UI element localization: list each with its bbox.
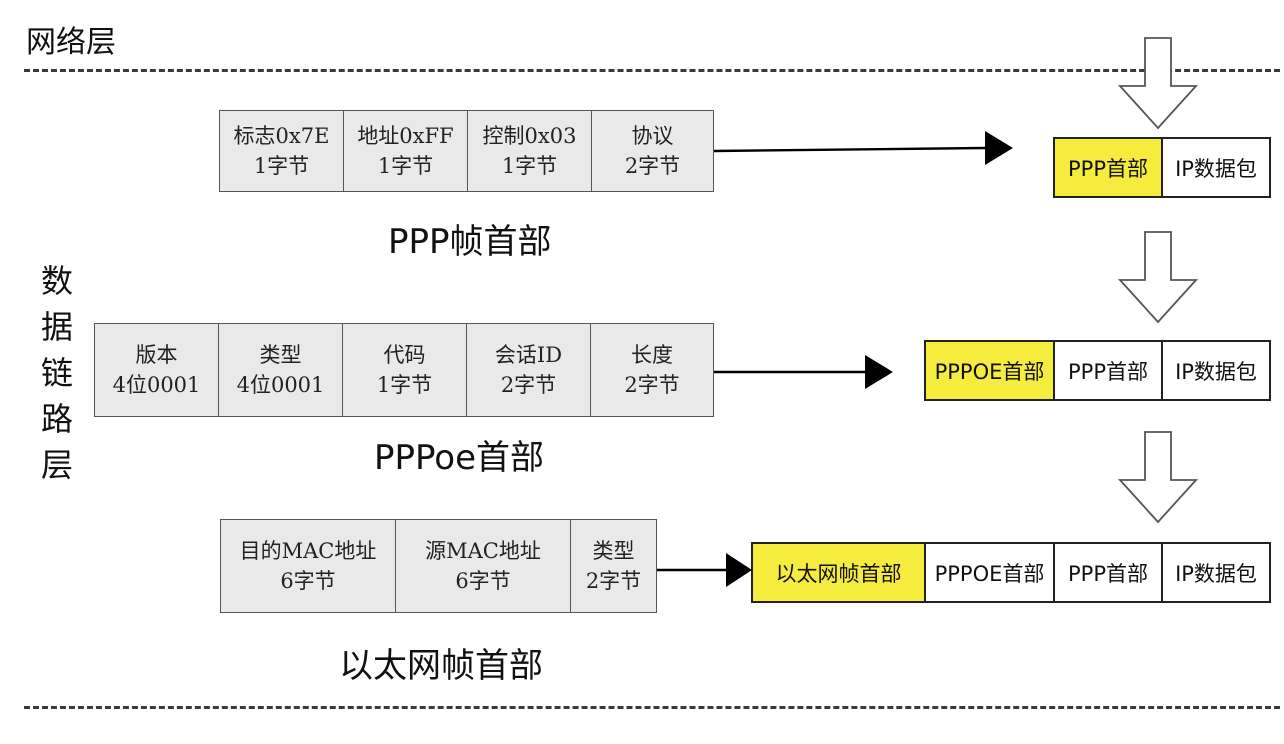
- ppp-field-protocol: 协议 2字节: [592, 111, 713, 191]
- pppoe-header-caption: PPPoe首部: [374, 438, 545, 478]
- down-arrow-icon: [1117, 37, 1199, 130]
- field-name: 类型: [592, 539, 635, 563]
- pppoe-field-length: 长度 2字节: [591, 324, 713, 416]
- right-arrow-icon: [865, 355, 893, 389]
- field-name: 标志0x7E: [233, 124, 330, 148]
- ppp-header-fields: 标志0x7E 1字节 地址0xFF 1字节 控制0x03 1字节 协议 2字节: [219, 110, 714, 192]
- field-size: 2字节: [624, 154, 681, 178]
- down-arrow-icon: [1117, 231, 1199, 324]
- datalink-layer-boundary: [24, 706, 1280, 709]
- field-name: 地址0xFF: [357, 124, 454, 148]
- ppp-frame-stack: PPP首部 IP数据包: [1053, 137, 1271, 198]
- ethernet-field-type: 类型 2字节: [571, 520, 656, 612]
- network-layer-boundary: [24, 69, 1280, 72]
- arrow-line: [713, 146, 986, 153]
- ethernet-header-caption: 以太网帧首部: [339, 646, 543, 686]
- field-size: 2字节: [500, 373, 557, 397]
- ethernet-header-fields: 目的MAC地址 6字节 源MAC地址 6字节 类型 2字节: [220, 519, 657, 613]
- pppoe-frame-stack: PPPOE首部 PPP首部 IP数据包: [924, 340, 1271, 401]
- pppoe-field-session-id: 会话ID 2字节: [467, 324, 591, 416]
- pppoe-field-type: 类型 4位0001: [219, 324, 343, 416]
- stack-ip-packet: IP数据包: [1175, 359, 1257, 384]
- stack-pppoe-header: PPPOE首部: [926, 342, 1055, 399]
- right-arrow-icon: [985, 131, 1013, 165]
- field-size: 1字节: [377, 154, 434, 178]
- field-size: 6字节: [455, 569, 511, 593]
- pppoe-field-code: 代码 1字节: [343, 324, 467, 416]
- field-name: 版本: [135, 343, 178, 367]
- field-name: 控制0x03: [482, 124, 577, 148]
- pppoe-header-fields: 版本 4位0001 类型 4位0001 代码 1字节 会话ID 2字节 长度 2…: [94, 323, 714, 417]
- network-layer-label: 网络层: [26, 25, 116, 60]
- stack-ppp-header: PPP首部: [1055, 139, 1163, 196]
- field-size: 4位0001: [112, 373, 201, 397]
- stack-pppoe-header: PPPOE首部: [926, 544, 1055, 601]
- stack-ethernet-header: 以太网帧首部: [753, 544, 926, 601]
- ethernet-field-src-mac: 源MAC地址 6字节: [396, 520, 571, 612]
- field-size: 2字节: [585, 569, 642, 593]
- right-arrow-icon: [726, 553, 752, 587]
- ppp-field-control: 控制0x03 1字节: [468, 111, 592, 191]
- field-size: 1字节: [253, 154, 310, 178]
- field-name: 长度: [631, 343, 673, 367]
- ethernet-frame-stack: 以太网帧首部 PPPOE首部 PPP首部 IP数据包: [751, 542, 1271, 603]
- field-name: 会话ID: [494, 343, 563, 367]
- stack-ppp-header: PPP首部: [1055, 544, 1163, 601]
- field-name: 代码: [383, 343, 426, 367]
- field-name: 类型: [259, 343, 302, 367]
- ethernet-field-dest-mac: 目的MAC地址 6字节: [221, 520, 396, 612]
- field-name: 目的MAC地址: [239, 539, 377, 563]
- stack-ppp-header: PPP首部: [1055, 342, 1163, 399]
- field-size: 1字节: [376, 373, 433, 397]
- down-arrow-icon: [1117, 431, 1199, 524]
- ppp-field-flag: 标志0x7E 1字节: [220, 111, 344, 191]
- field-name: 源MAC地址: [425, 539, 541, 563]
- field-size: 2字节: [624, 373, 680, 397]
- ppp-header-caption: PPP帧首部: [388, 222, 552, 262]
- field-name: 协议: [631, 124, 674, 148]
- ppp-field-address: 地址0xFF 1字节: [344, 111, 468, 191]
- field-size: 1字节: [501, 154, 558, 178]
- stack-ip-packet: IP数据包: [1175, 561, 1257, 586]
- field-size: 4位0001: [236, 373, 325, 397]
- pppoe-field-version: 版本 4位0001: [95, 324, 219, 416]
- stack-ip-packet: IP数据包: [1175, 156, 1257, 181]
- field-size: 6字节: [280, 569, 336, 593]
- datalink-layer-label: 数据链路层: [40, 262, 73, 484]
